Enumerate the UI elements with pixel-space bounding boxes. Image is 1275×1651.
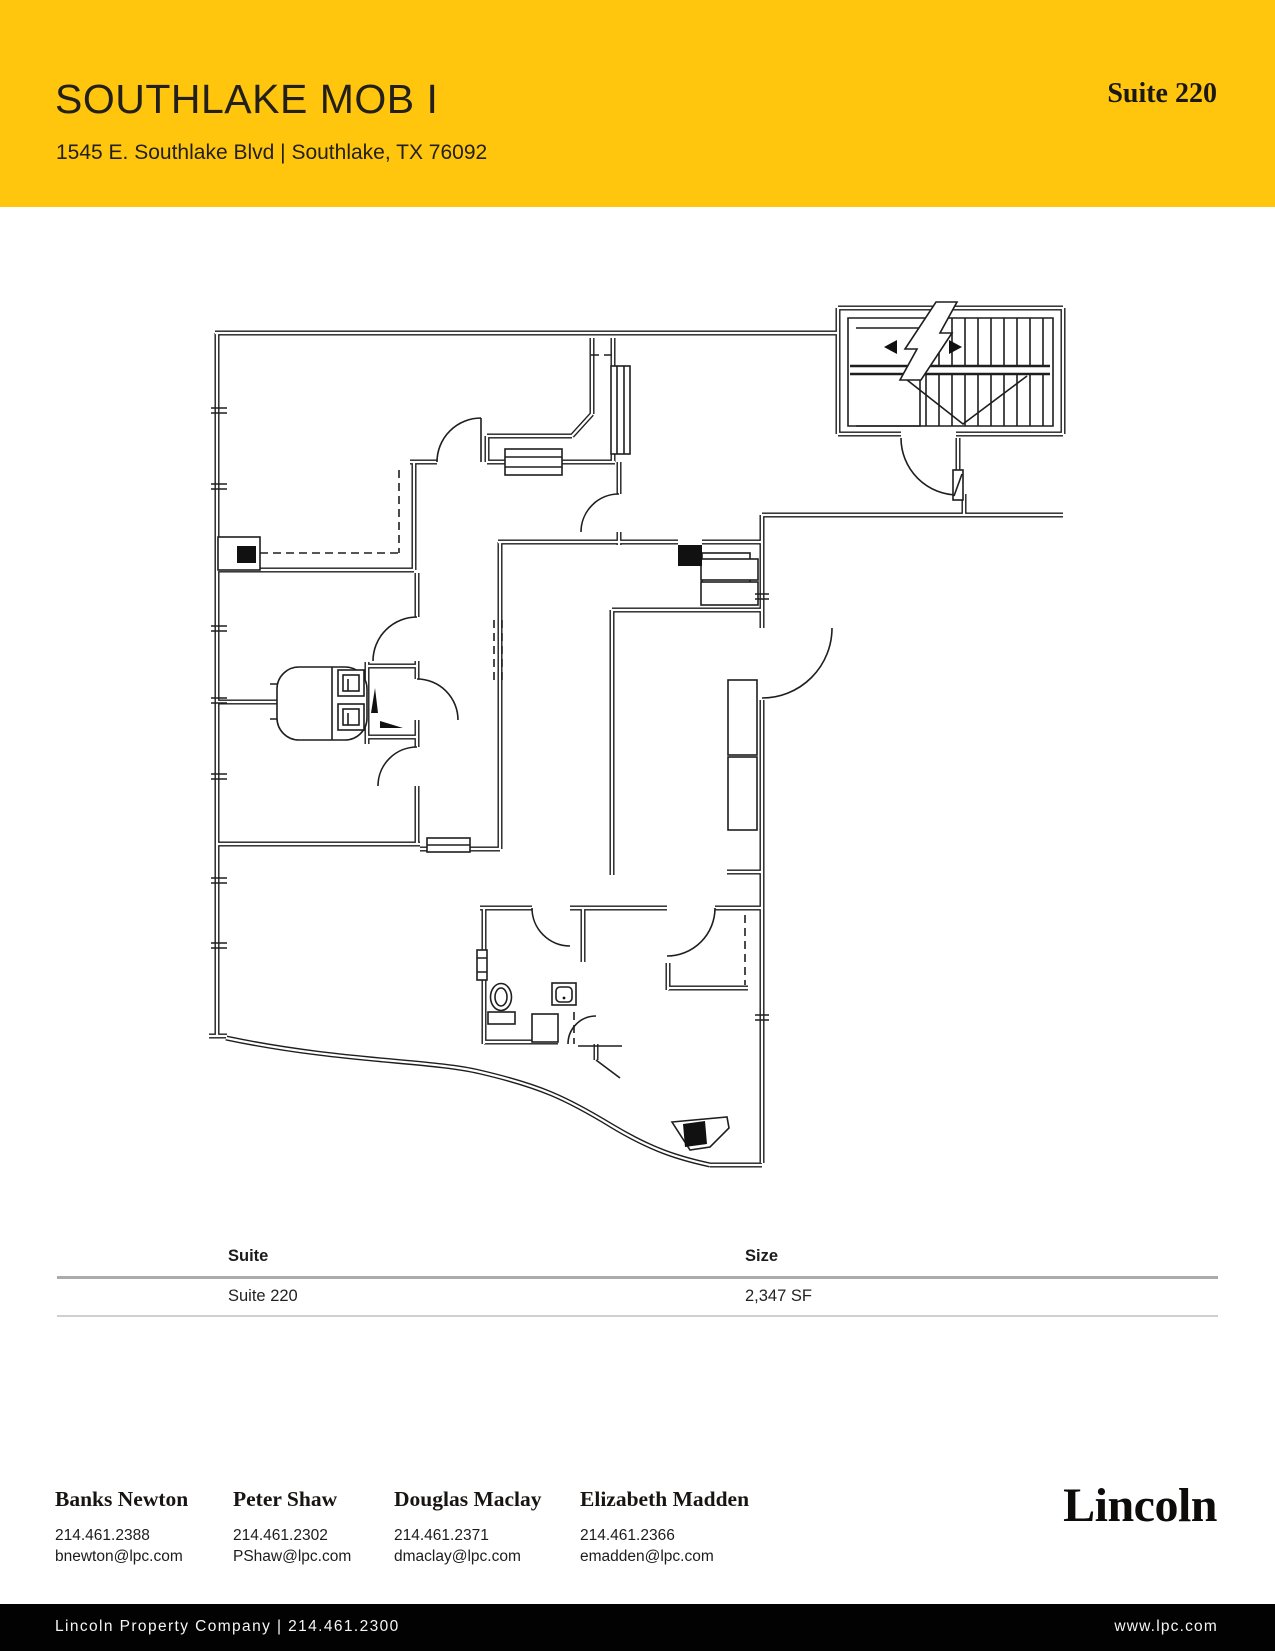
wall-fixture xyxy=(476,949,488,981)
contact-phone: 214.461.2366 xyxy=(580,1527,675,1544)
table-cell-size: 2,347 SF xyxy=(745,1287,812,1305)
table-divider-top xyxy=(57,1276,1218,1279)
contact-phone: 214.461.2371 xyxy=(394,1527,489,1544)
door-leaf xyxy=(371,688,378,713)
column-icon xyxy=(678,545,702,566)
contact-name: Peter Shaw xyxy=(233,1487,338,1511)
contact-card: Elizabeth Madden 214.461.2366 emadden@lp… xyxy=(580,1487,749,1566)
contact-email[interactable]: emadden@lpc.com xyxy=(580,1548,714,1565)
stair-arrow-right-icon xyxy=(949,340,962,354)
contact-phone: 214.461.2388 xyxy=(55,1527,150,1544)
casework xyxy=(531,558,759,1079)
lavatory-fixtures xyxy=(276,666,368,741)
table-divider-bottom xyxy=(57,1315,1218,1317)
stair-rail xyxy=(850,364,1050,376)
stair-treads xyxy=(847,317,1054,427)
toilet-icon xyxy=(487,982,516,1025)
contact-email[interactable]: bnewton@lpc.com xyxy=(55,1548,183,1565)
sink-icon xyxy=(551,982,577,1006)
contact-name: Douglas Maclay xyxy=(394,1487,542,1511)
page-title: SOUTHLAKE MOB I xyxy=(55,76,439,122)
contact-card: Peter Shaw 214.461.2302 PShaw@lpc.com xyxy=(233,1487,351,1566)
contact-name: Elizabeth Madden xyxy=(580,1487,750,1511)
footer-bar: Lincoln Property Company | 214.461.2300 … xyxy=(0,1604,1275,1651)
contact-card: Banks Newton 214.461.2388 bnewton@lpc.co… xyxy=(55,1487,188,1566)
footer-company: Lincoln Property Company | 214.461.2300 xyxy=(55,1618,400,1635)
lincoln-logo: Lincoln xyxy=(1063,1479,1217,1532)
contact-phone: 214.461.2302 xyxy=(233,1527,328,1544)
window-ticks xyxy=(211,407,769,1021)
footer-website[interactable]: www.lpc.com xyxy=(1114,1618,1218,1635)
contact-name: Banks Newton xyxy=(55,1487,189,1511)
floor-plan xyxy=(195,295,1075,1185)
table-header-size: Size xyxy=(745,1247,779,1265)
table-header-suite: Suite xyxy=(228,1247,269,1265)
floor-plan-drawing xyxy=(195,301,1075,1185)
contact-email[interactable]: PShaw@lpc.com xyxy=(233,1548,352,1565)
table-cell-suite: Suite 220 xyxy=(228,1287,298,1305)
suite-badge: Suite 220 xyxy=(1107,78,1217,109)
property-address: 1545 E. Southlake Blvd | Southlake, TX 7… xyxy=(56,141,488,164)
contact-card: Douglas Maclay 214.461.2371 dmaclay@lpc.… xyxy=(394,1487,542,1566)
stair-arrow-left-icon xyxy=(884,340,897,354)
stair-break-icon xyxy=(898,301,959,381)
header-band: SOUTHLAKE MOB I 1545 E. Southlake Blvd |… xyxy=(0,0,1275,207)
door-leaf xyxy=(380,721,403,728)
column-icon xyxy=(237,546,256,563)
contact-email[interactable]: dmaclay@lpc.com xyxy=(394,1548,521,1565)
column-icon xyxy=(683,1121,707,1147)
door-arcs xyxy=(372,417,959,1045)
